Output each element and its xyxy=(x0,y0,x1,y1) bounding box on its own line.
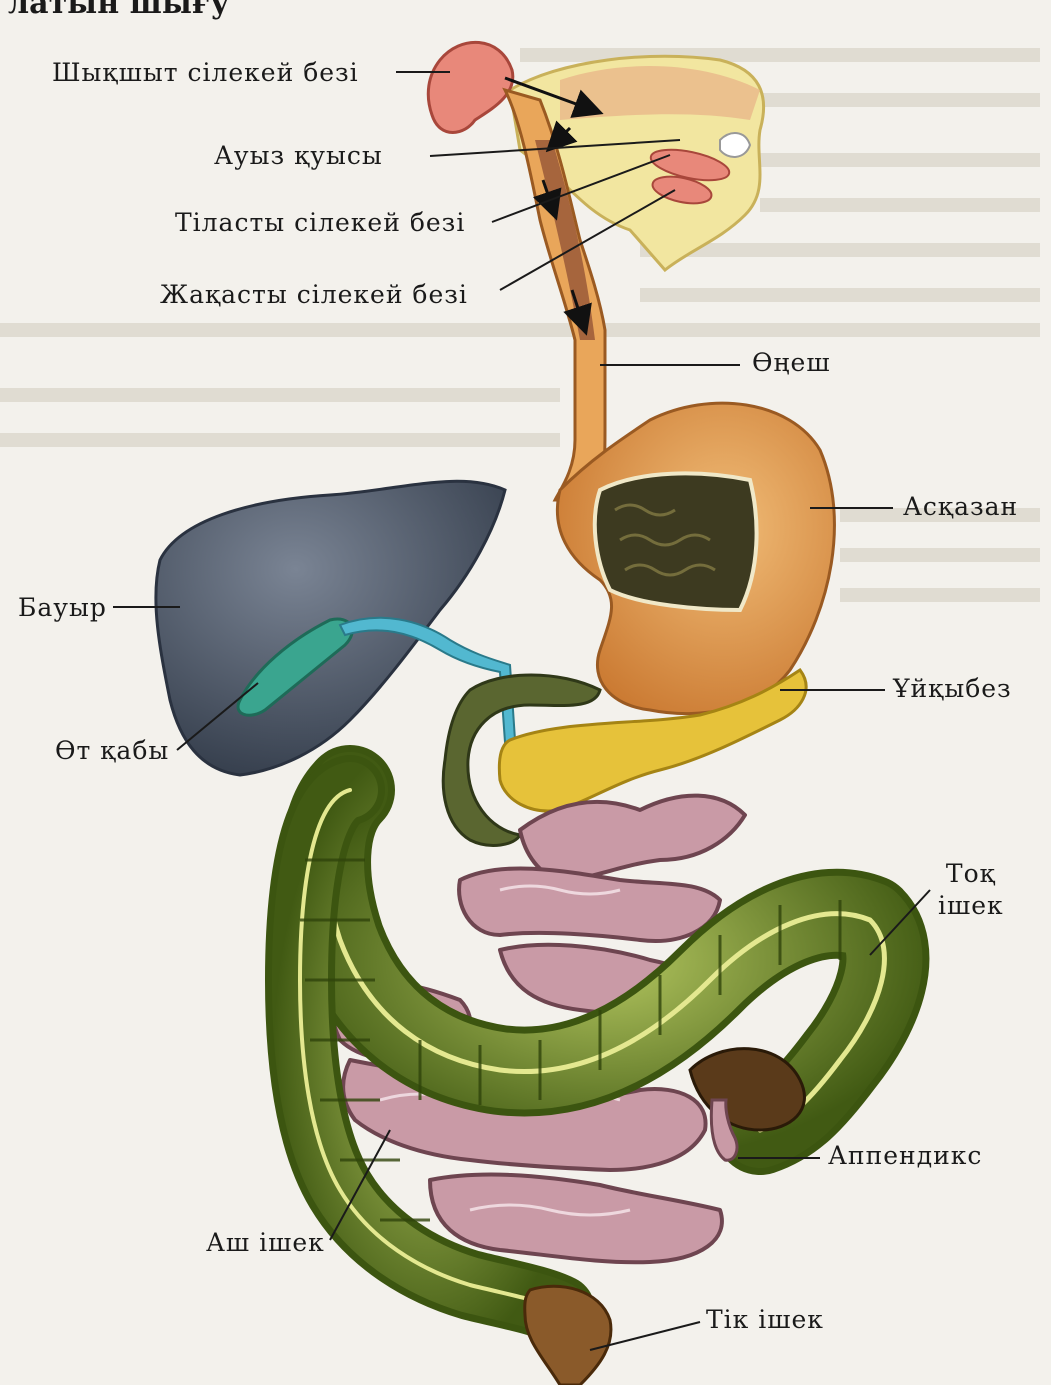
page-header-fragment: латын шығу xyxy=(8,0,230,21)
label-sublingual-gland: Тіласты сілекей безі xyxy=(175,208,465,237)
label-large-intestine-line1: Тоқ xyxy=(938,858,1004,890)
label-large-intestine: Тоқ ішек xyxy=(938,858,1004,922)
label-rectum: Тік ішек xyxy=(706,1305,824,1334)
label-submandibular-gland: Жақасты сілекей безі xyxy=(160,280,468,309)
label-liver: Бауыр xyxy=(18,593,107,622)
label-parotid-gland: Шықшыт сілекей безі xyxy=(52,58,359,87)
label-gallbladder: Өт қабы xyxy=(55,736,169,765)
label-appendix: Аппендикс xyxy=(828,1141,982,1170)
label-pancreas: Ұйқыбез xyxy=(893,674,1012,703)
label-small-intestine: Аш ішек xyxy=(206,1228,325,1257)
rectum xyxy=(525,1286,611,1385)
parotid-gland xyxy=(428,42,513,132)
label-stomach: Асқазан xyxy=(903,492,1018,521)
label-esophagus: Өңеш xyxy=(752,348,831,377)
label-oral-cavity: Ауыз қуысы xyxy=(214,141,383,170)
label-large-intestine-line2: ішек xyxy=(938,890,1004,922)
